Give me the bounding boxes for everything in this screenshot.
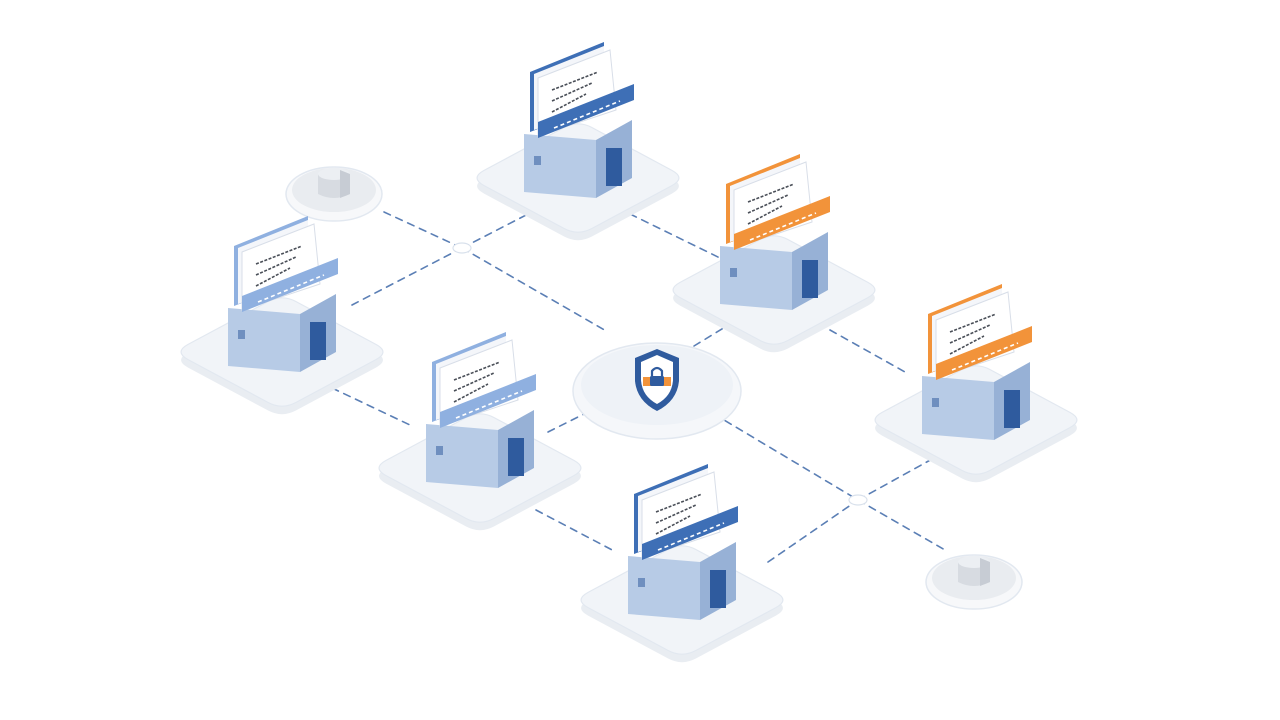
connection-line — [767, 499, 859, 563]
connection-line — [351, 247, 463, 306]
connection-line — [713, 413, 859, 501]
connection-line — [383, 211, 463, 249]
lower-right-cylinder — [925, 554, 1023, 610]
dashed-connections — [331, 211, 953, 563]
connection-line — [693, 314, 746, 347]
connection-junction — [452, 242, 472, 254]
cylinder-icon — [318, 168, 350, 198]
connection-line — [461, 247, 609, 333]
door — [1004, 390, 1020, 428]
door — [310, 322, 326, 360]
node-center — [378, 332, 582, 531]
connection-line — [629, 213, 721, 259]
door — [508, 438, 524, 476]
connection-junction — [848, 494, 868, 506]
node-top — [476, 42, 680, 241]
door — [710, 570, 726, 608]
upper-left-cylinder — [285, 166, 383, 222]
shield-lock-icon — [635, 349, 679, 411]
platforms — [180, 42, 1078, 663]
connection-line — [829, 329, 906, 373]
security-hub — [572, 342, 742, 440]
connection-line — [857, 499, 946, 551]
door — [606, 148, 622, 186]
connection-line — [857, 447, 953, 501]
cylinder-icon — [958, 556, 990, 586]
node-upper-right — [672, 154, 876, 353]
node-bottom — [580, 464, 784, 663]
connection-line — [331, 387, 411, 426]
door — [802, 260, 818, 298]
connection-line — [535, 509, 617, 553]
connection-line — [461, 211, 533, 249]
node-right — [874, 284, 1078, 483]
node-left — [180, 216, 384, 415]
